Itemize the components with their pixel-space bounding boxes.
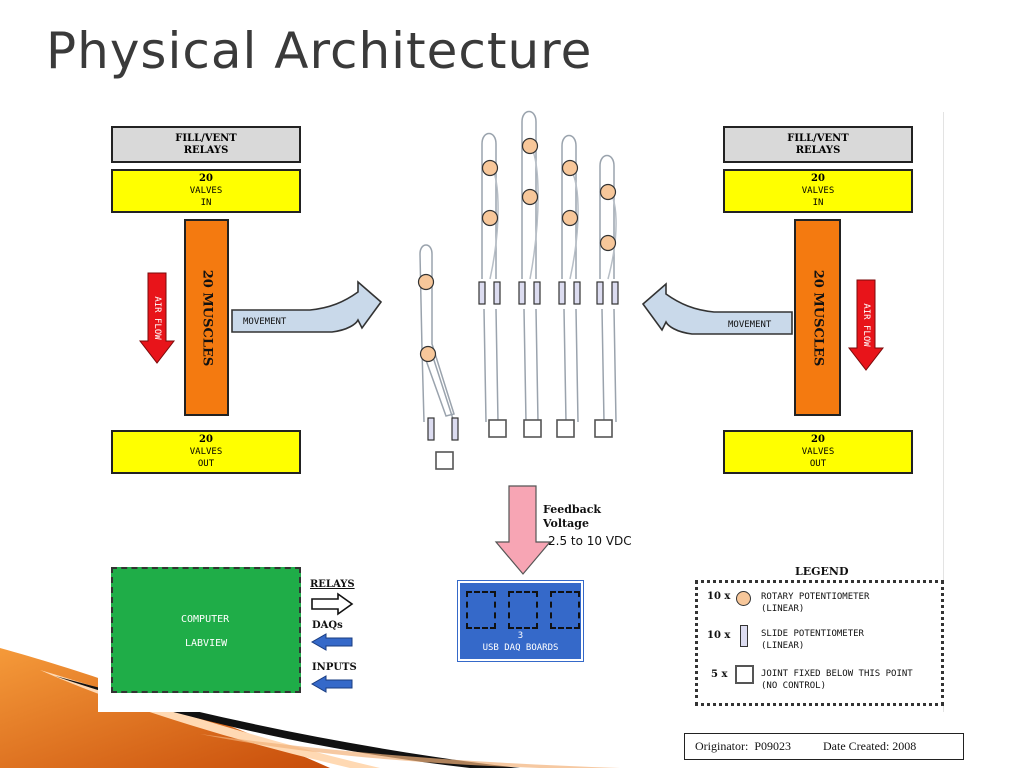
right-valves-in-line1: VALVES	[801, 186, 835, 196]
originator-footer-box: Originator: P09023 Date Created: 2008	[684, 733, 964, 760]
daqs-connection-label: DAQs	[312, 620, 343, 631]
right-valves-in-box: 20 VALVES IN	[723, 169, 913, 213]
daq-board-slot	[550, 591, 580, 629]
slide-potentiometer-icon	[740, 625, 748, 647]
usb-daq-boards-box: 3 USB DAQ BOARDS	[457, 580, 584, 662]
left-valves-out-count: 20	[199, 434, 213, 445]
right-movement-label: MOVEMENT	[728, 320, 772, 330]
legend-rotary-count: 10 x	[707, 591, 731, 602]
right-relays-line1: FILL/VENT	[787, 132, 849, 144]
left-muscles-bar: 20 MUSCLES	[184, 219, 229, 416]
left-valves-in-count: 20	[199, 173, 213, 184]
inputs-incoming-arrow	[310, 675, 353, 693]
left-air-flow-arrow	[138, 272, 176, 364]
daqs-incoming-arrow	[310, 633, 353, 651]
daq-board-count: 3	[517, 631, 524, 641]
inputs-connection-label: INPUTS	[312, 662, 357, 673]
fixed-joints	[435, 419, 613, 470]
left-valves-out-line2: OUT	[197, 459, 215, 469]
rotary-potentiometers	[417, 137, 617, 363]
legend-rotary-line1: ROTARY POTENTIOMETER	[761, 592, 870, 602]
computer-labview-box: COMPUTER LABVIEW	[111, 567, 301, 693]
daq-board-slot	[508, 591, 538, 629]
legend-slide-line1: SLIDE POTENTIOMETER	[761, 629, 864, 639]
left-valves-in-line2: IN	[200, 198, 212, 208]
right-muscles-label: 20 MUSCLES	[810, 269, 825, 366]
legend-rotary-line2: (LINEAR)	[761, 604, 805, 614]
right-muscles-bar: 20 MUSCLES	[794, 219, 841, 416]
right-air-flow-arrow	[847, 279, 885, 371]
right-valves-in-count: 20	[811, 173, 825, 184]
feedback-voltage-range: 2.5 to 10 VDC	[548, 534, 632, 548]
relays-connection-label: RELAYS	[310, 579, 355, 590]
left-movement-label: MOVEMENT	[243, 317, 287, 327]
left-fill-vent-relays-box: FILL/VENT RELAYS	[111, 126, 301, 163]
left-movement-arrow	[231, 280, 383, 333]
computer-label: COMPUTER	[181, 614, 230, 625]
right-movement-arrow	[641, 282, 793, 335]
labview-label: LABVIEW	[185, 638, 228, 649]
legend-fixed-count: 5 x	[711, 669, 728, 680]
right-valves-out-count: 20	[811, 434, 825, 445]
legend-fixed-line1: JOINT FIXED BELOW THIS POINT	[761, 669, 913, 679]
legend-box: 10 x ROTARY POTENTIOMETER (LINEAR) 10 x …	[695, 580, 944, 706]
date-created-label: Date Created: 2008	[823, 739, 917, 753]
left-valves-out-line1: VALVES	[189, 447, 223, 457]
right-valves-out-line2: OUT	[809, 459, 827, 469]
left-valves-out-box: 20 VALVES OUT	[111, 430, 301, 474]
rotary-potentiometer-icon	[736, 591, 751, 606]
relays-outgoing-arrow	[311, 592, 354, 616]
slide-title: Physical Architecture	[46, 22, 593, 80]
daq-board-label: USB DAQ BOARDS	[482, 643, 559, 653]
slide-potentiometers	[427, 281, 619, 441]
feedback-label-line1: Feedback	[543, 503, 602, 516]
legend-title: LEGEND	[795, 565, 849, 578]
right-valves-out-box: 20 VALVES OUT	[723, 430, 913, 474]
right-valves-in-line2: IN	[812, 198, 824, 208]
fixed-joint-icon	[735, 665, 754, 684]
feedback-voltage-arrow	[494, 485, 552, 575]
originator-label: Originator: P09023	[695, 739, 791, 753]
left-relays-line2: RELAYS	[183, 144, 229, 156]
left-valves-in-line1: VALVES	[189, 186, 223, 196]
left-valves-in-box: 20 VALVES IN	[111, 169, 301, 213]
legend-fixed-line2: (NO CONTROL)	[761, 681, 827, 691]
right-relays-line2: RELAYS	[795, 144, 841, 156]
left-muscles-label: 20 MUSCLES	[199, 269, 214, 366]
legend-slide-line2: (LINEAR)	[761, 641, 805, 651]
feedback-label-line2: Voltage	[543, 517, 589, 530]
right-valves-out-line1: VALVES	[801, 447, 835, 457]
right-air-flow-label: AIR FLOW	[861, 303, 871, 347]
right-fill-vent-relays-box: FILL/VENT RELAYS	[723, 126, 913, 163]
legend-slide-count: 10 x	[707, 630, 731, 641]
left-relays-line1: FILL/VENT	[175, 132, 237, 144]
left-air-flow-label: AIR FLOW	[152, 296, 162, 340]
hand-skeleton-diagram	[417, 110, 619, 470]
daq-board-slot	[466, 591, 496, 629]
